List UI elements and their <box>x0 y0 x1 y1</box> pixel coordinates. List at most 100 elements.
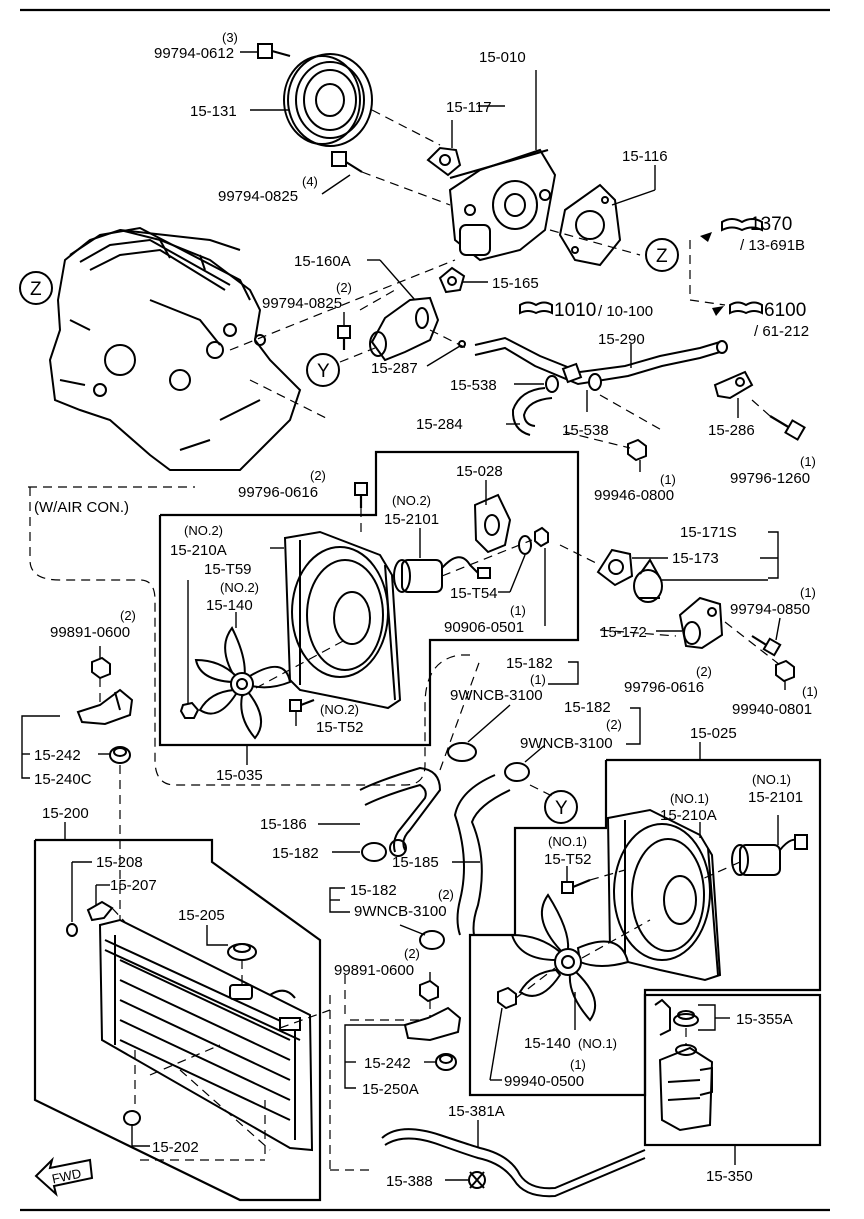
thermostat-15-171s[interactable] <box>633 558 663 603</box>
nut-99940-0500[interactable] <box>497 986 517 1010</box>
book-ref-icon[interactable] <box>729 301 763 315</box>
bolt-99796-1260[interactable] <box>769 415 806 441</box>
part-label: 15-160A <box>294 253 351 270</box>
book-ref-icon[interactable] <box>721 218 763 232</box>
assembly-line <box>724 621 781 666</box>
part-label: 15-210A <box>170 542 227 559</box>
cushion-15-202[interactable] <box>123 1110 141 1126</box>
nut-99946-0800[interactable] <box>627 438 647 462</box>
nut-99891-0600-upper[interactable] <box>91 656 111 680</box>
radiator-cap-15-205[interactable] <box>227 943 257 961</box>
clamp-15-538[interactable] <box>588 373 602 391</box>
clip-15-388[interactable] <box>468 1171 486 1189</box>
ref-circle-label: Y <box>555 798 568 819</box>
engine-block <box>48 226 302 471</box>
qty-label: (2) <box>606 717 622 732</box>
ref-circle-z[interactable] <box>19 271 53 305</box>
bolt-99796-0616[interactable] <box>354 482 368 508</box>
part-label: 15-242 <box>34 747 81 764</box>
bracket-15-250a[interactable] <box>403 1006 462 1042</box>
gasket-15-165[interactable] <box>438 266 466 294</box>
part-label: 15-286 <box>708 422 755 439</box>
leader <box>611 189 656 206</box>
fan-blade-15-140-no2[interactable] <box>194 626 292 740</box>
part-label: 15-182 <box>564 699 611 716</box>
mount-15-242-lower[interactable] <box>435 1053 457 1071</box>
drain-plug-15-208[interactable] <box>66 923 78 937</box>
fan-blade-15-140-no1[interactable] <box>510 893 630 1022</box>
bracket-15-240c[interactable] <box>76 688 134 726</box>
ref-circle-label: Z <box>656 246 668 267</box>
fan-shroud-15-210a-no1[interactable] <box>606 808 722 982</box>
assembly-line <box>255 639 346 689</box>
part-label: 15-171S <box>680 524 737 541</box>
reservoir-tank-15-350[interactable] <box>658 1044 714 1132</box>
water-pump-15-010[interactable] <box>448 148 557 262</box>
bolt-15-t52-no1[interactable] <box>561 878 591 894</box>
assembly-line <box>429 329 471 351</box>
assembly-line <box>581 919 651 959</box>
fan-shroud-15-210a-no2[interactable] <box>283 530 402 710</box>
clamp-15-182-left[interactable] <box>361 842 387 862</box>
hose-15-381a[interactable] <box>381 1128 646 1198</box>
hose-15-186[interactable] <box>359 766 442 857</box>
ref-label: 1010 <box>554 300 596 321</box>
leader <box>524 744 546 763</box>
gasket-15-116[interactable] <box>558 183 622 267</box>
part-label: 15-205 <box>178 907 225 924</box>
bracket-leader <box>768 531 779 579</box>
clamp-15-538[interactable] <box>545 375 559 393</box>
mount-15-242-upper[interactable] <box>109 746 131 764</box>
nut-99891-0600-lower[interactable] <box>419 979 439 1003</box>
part-label: 99940-0500 <box>504 1073 584 1090</box>
bolt-99794-0850[interactable] <box>751 635 782 657</box>
part-label: 15-185 <box>392 854 439 871</box>
pipe-15-290[interactable] <box>474 336 728 386</box>
gasket-15-173[interactable] <box>596 548 634 587</box>
clamp-15-182-upper[interactable] <box>447 742 477 762</box>
nut-99940-0801[interactable] <box>775 659 795 683</box>
ref-circle-z[interactable] <box>645 238 679 272</box>
hose-15-284[interactable] <box>511 387 553 436</box>
book-ref-icon[interactable] <box>519 301 553 315</box>
bolt-15-t52-no2[interactable] <box>289 698 315 712</box>
part-label: 15-355A <box>736 1011 793 1028</box>
ref-circle-y[interactable] <box>306 353 340 387</box>
ref-label: 1370 <box>750 214 792 235</box>
part-label: 15-173 <box>672 550 719 567</box>
nut-15-t59[interactable] <box>179 701 200 719</box>
sensor-15-117[interactable] <box>426 146 462 177</box>
part-label: 15-210A <box>660 807 717 824</box>
hose-15-185[interactable] <box>453 774 511 936</box>
relay-15-028[interactable] <box>473 493 512 554</box>
qty-label: (2) <box>404 946 420 961</box>
washer-90906-0501[interactable] <box>518 526 549 555</box>
clamp-15-182-lower[interactable] <box>419 930 445 950</box>
housing-15-172[interactable] <box>678 596 724 650</box>
qty-label: (2) <box>310 468 326 483</box>
assembly-line <box>229 259 456 351</box>
ref-circle-y[interactable] <box>544 790 578 824</box>
qty-label: (4) <box>302 174 318 189</box>
bolt-99794-0825b[interactable] <box>337 325 351 350</box>
radiator-15-200[interactable] <box>98 918 314 1152</box>
qty-label: (1) <box>660 472 676 487</box>
pulley-15-131[interactable] <box>283 53 373 147</box>
qty-label: (1) <box>530 672 546 687</box>
ref-label: 6100 <box>764 300 806 321</box>
cap-15-355a[interactable] <box>654 998 699 1036</box>
bracket-15-286[interactable] <box>713 370 754 400</box>
qty-label: (NO.1) <box>578 1036 617 1051</box>
clamp-15-182-mid[interactable] <box>504 762 530 782</box>
fan-motor-15-2101-no2[interactable] <box>393 556 491 593</box>
assembly-line <box>339 347 376 363</box>
housing-15-160a[interactable] <box>369 296 440 362</box>
part-label: 99891-0600 <box>50 624 130 641</box>
bolt-99794-0612[interactable] <box>240 43 291 59</box>
plug-15-207[interactable] <box>86 900 114 922</box>
fan-motor-15-2101-no1[interactable] <box>731 834 808 876</box>
assembly-line <box>439 659 481 771</box>
part-label: 15-350 <box>706 1168 753 1185</box>
bolt-99794-0825[interactable] <box>331 151 363 173</box>
